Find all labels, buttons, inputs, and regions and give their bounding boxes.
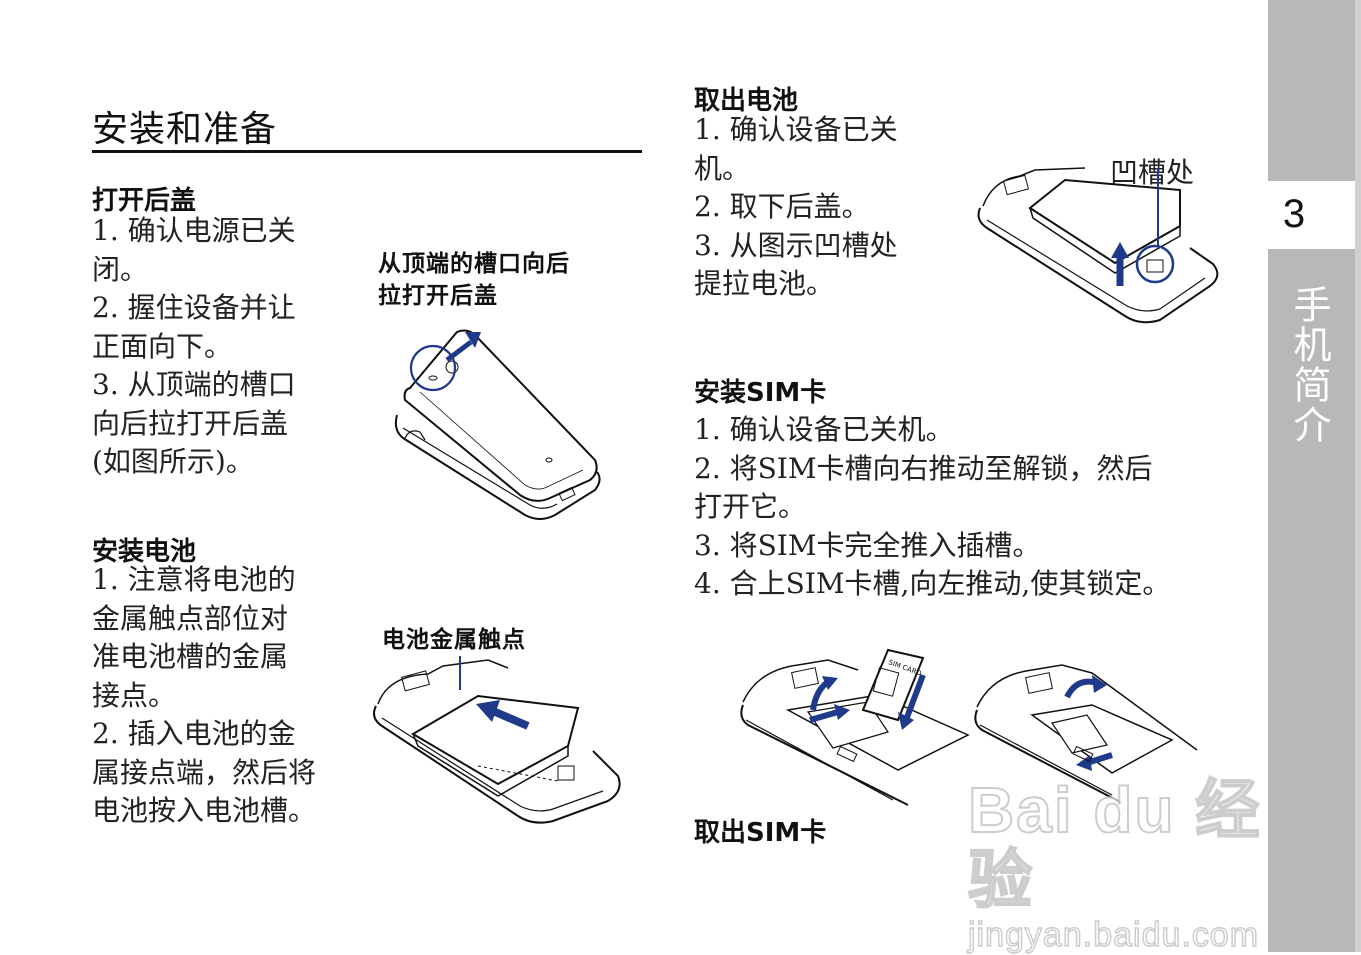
- step-line: 1. 确认设备已关: [694, 113, 898, 146]
- open-sim-tray-illustration: SIM CARD: [740, 648, 970, 806]
- step-line: 2. 插入电池的金: [92, 717, 296, 750]
- chapter-title: 手机简介: [1287, 285, 1331, 445]
- heading-remove-battery: 取出电池: [694, 86, 799, 116]
- step-line: 属接点端，然后将: [92, 755, 317, 789]
- notch-caption: 凹槽处: [1110, 156, 1195, 189]
- step-line: 3. 从图示凹槽处: [694, 228, 898, 262]
- step-line: 3. 将SIM卡完全推入插槽。: [694, 528, 1041, 562]
- close-sim-tray-illustration: [974, 664, 1198, 804]
- step-line: 1. 确认电源已关: [92, 214, 296, 247]
- remove-battery-illustration: [977, 167, 1219, 324]
- step-line: 接点。: [92, 678, 177, 712]
- step-line: 电池按入电池槽。: [92, 794, 317, 827]
- page-number: 3: [1282, 192, 1306, 236]
- open-cover-steps: 1. 确认电源已关 闭。 2. 握住设备并让 正面向下。 3. 从顶端的槽口 向…: [92, 212, 362, 482]
- step-line: 4. 合上SIM卡槽,向左推动,使其锁定。: [694, 567, 1171, 600]
- step-line: 金属触点部位对: [92, 601, 289, 635]
- step-line: 闭。: [92, 252, 149, 286]
- page-number-tab: [1268, 181, 1361, 249]
- caption-line: 从顶端的槽口向后: [378, 251, 570, 277]
- step-line: 2. 取下后盖。: [694, 190, 870, 223]
- baidu-watermark: Bai du 经验 jingyan.baidu.com: [967, 774, 1278, 955]
- step-line: 2. 将SIM卡槽向右推动至解锁，然后: [694, 451, 1153, 485]
- watermark-url: jingyan.baidu.com: [967, 915, 1260, 955]
- step-line: (如图所示)。: [92, 445, 254, 478]
- step-line: 机。: [694, 151, 751, 185]
- install-sim-steps: 1. 确认设备已关机。 2. 将SIM卡槽向右推动至解锁，然后 打开它。 3. …: [694, 411, 1254, 604]
- heading-open-cover: 打开后盖: [92, 186, 197, 216]
- sidebar-edge: [1355, 0, 1361, 952]
- chapter-sidebar: [1268, 0, 1361, 952]
- open-cover-figure-caption: 从顶端的槽口向后 拉打开后盖: [378, 248, 570, 312]
- heading-remove-sim: 取出SIM卡: [694, 818, 827, 848]
- step-line: 正面向下。: [92, 329, 233, 363]
- install-battery-illustration: [373, 656, 621, 824]
- open-cover-illustration: [394, 329, 601, 520]
- step-line: 1. 确认设备已关机。: [694, 413, 954, 446]
- step-line: 提拉电池。: [694, 267, 835, 300]
- step-line: 3. 从顶端的槽口: [92, 368, 296, 401]
- battery-contacts-caption: 电池金属触点: [382, 627, 526, 653]
- title-underline: [92, 150, 642, 153]
- watermark-brand: Bai du 经验: [967, 774, 1262, 916]
- heading-install-sim: 安装SIM卡: [694, 378, 827, 408]
- step-line: 准电池槽的金属: [92, 640, 289, 673]
- heading-install-battery: 安装电池: [92, 537, 197, 567]
- step-line: 2. 握住设备并让: [92, 291, 296, 324]
- remove-battery-steps: 1. 确认设备已关 机。 2. 取下后盖。 3. 从图示凹槽处 提拉电池。: [694, 111, 954, 304]
- step-line: 1. 注意将电池的: [92, 563, 296, 596]
- caption-line: 拉打开后盖: [378, 283, 498, 309]
- step-line: 打开它。: [694, 490, 807, 523]
- page-title: 安装和准备: [92, 109, 278, 150]
- step-line: 向后拉打开后盖: [92, 406, 289, 440]
- install-battery-steps: 1. 注意将电池的 金属触点部位对 准电池槽的金属 接点。 2. 插入电池的金 …: [92, 561, 362, 831]
